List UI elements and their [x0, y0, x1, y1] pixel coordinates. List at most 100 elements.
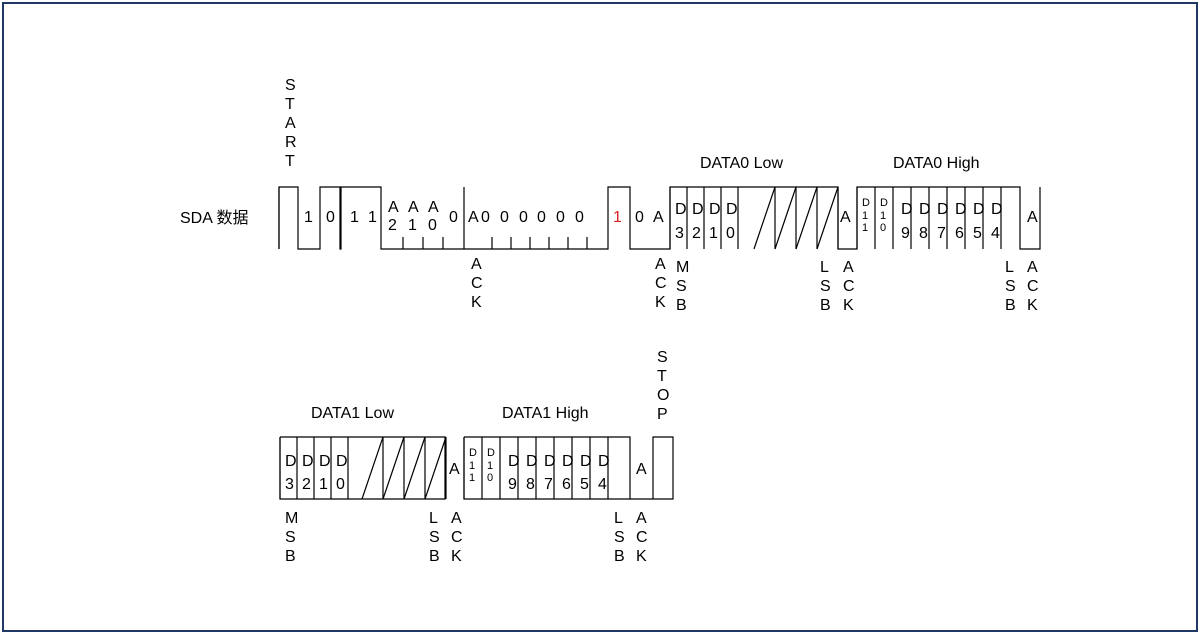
msb2-char: M: [285, 510, 298, 527]
ack-a: A: [468, 209, 479, 226]
ack4-char: C: [1027, 278, 1039, 295]
ack6-char: C: [636, 529, 648, 546]
data1-high-s2: 0: [487, 472, 493, 484]
data1-low-n: 3: [285, 476, 294, 493]
data0-low-d: D: [709, 201, 721, 218]
lsb1-char: B: [820, 297, 831, 314]
data0-high-d: D: [937, 201, 949, 218]
stop-label-char: O: [657, 387, 669, 404]
stop-pulse: [630, 436, 674, 500]
data0-low-n: 3: [675, 225, 684, 242]
data0-high-s2: 0: [880, 222, 886, 234]
msb2-char: B: [285, 548, 296, 565]
ack2-char: K: [655, 294, 666, 311]
data0-low-d: D: [675, 201, 687, 218]
data0-high-n: 5: [973, 225, 982, 242]
data1-high-sd: D: [487, 447, 495, 459]
data1-low-hatch: [403, 436, 426, 500]
waveform-lines: [278, 186, 1041, 500]
data1-low-hatch: [424, 436, 447, 500]
data0-low-hatch: [753, 186, 776, 250]
ack-a: A: [449, 461, 460, 478]
reg-bit: 0: [537, 209, 546, 226]
msb1-char: M: [676, 259, 689, 276]
reg-bit: 0: [500, 209, 509, 226]
ack6-char: A: [636, 510, 647, 527]
data1-low-d: D: [336, 453, 348, 470]
ack6-char: K: [636, 548, 647, 565]
data1-high-d: D: [580, 453, 592, 470]
data1-low-n: 1: [319, 476, 328, 493]
data0-high-d: D: [973, 201, 985, 218]
data1-high-s1: 1: [487, 460, 493, 472]
data0-low-n: 0: [726, 225, 735, 242]
data1-high-n: 6: [562, 476, 571, 493]
data1-low-n: 2: [302, 476, 311, 493]
msb2-char: S: [285, 529, 296, 546]
reg-bit: 0: [575, 209, 584, 226]
data0-high-d: D: [919, 201, 931, 218]
stop-label-char: P: [657, 406, 668, 423]
data0-low-d: D: [726, 201, 738, 218]
data1-low-d: D: [285, 453, 297, 470]
addr-bit: 1: [350, 209, 359, 226]
lsb4-char: L: [614, 510, 623, 527]
reg-bit: 0: [519, 209, 528, 226]
rw-bit: 0: [449, 209, 458, 226]
sda-label: SDA 数据: [180, 209, 248, 227]
addr-bit: 1: [368, 209, 377, 226]
lsb3-char: L: [429, 510, 438, 527]
start-label-char: T: [285, 96, 295, 113]
ack3-char: A: [843, 259, 854, 276]
data1-high-n: 8: [526, 476, 535, 493]
data1-low-hatch: [382, 436, 405, 500]
addr-sel-n: 2: [388, 217, 397, 234]
reg-bit: 0: [635, 209, 644, 226]
ack4-char: K: [1027, 297, 1038, 314]
data1-high-d: D: [562, 453, 574, 470]
ack1-char: C: [471, 275, 483, 292]
start-label-char: A: [285, 115, 296, 132]
start-label-char: R: [285, 134, 297, 151]
data0-high-n: 8: [919, 225, 928, 242]
ack5-char: C: [451, 529, 463, 546]
data1-high-d: D: [544, 453, 556, 470]
ack4-char: A: [1027, 259, 1038, 276]
data1-high-sd: D: [469, 447, 477, 459]
data1-high-d: D: [508, 453, 520, 470]
addr-sel-n: 0: [428, 217, 437, 234]
ack2-char: C: [655, 275, 667, 292]
start-label-char: T: [285, 153, 295, 170]
lsb2-char: S: [1005, 278, 1016, 295]
data1-high-n: 4: [598, 476, 607, 493]
data1-low-n: 0: [336, 476, 345, 493]
ack1-char: A: [471, 256, 482, 273]
data0-low-d: D: [692, 201, 704, 218]
addr-bit: 1: [304, 209, 313, 226]
data0-high-s2: 1: [862, 222, 868, 234]
lsb3-char: B: [429, 548, 440, 565]
addr-bit: 0: [326, 209, 335, 226]
lsb2-char: B: [1005, 297, 1016, 314]
lsb4-char: B: [614, 548, 625, 565]
addr-sel-a: A: [428, 199, 439, 216]
lsb1-char: L: [820, 259, 829, 276]
addr-sel-a: A: [388, 199, 399, 216]
ack-a: A: [840, 209, 851, 226]
data0-high-n: 4: [991, 225, 1000, 242]
data1-high-n: 5: [580, 476, 589, 493]
msb1-char: S: [676, 278, 687, 295]
ack-a: A: [636, 461, 647, 478]
data0-high-n: 9: [901, 225, 910, 242]
data1-low-d: D: [319, 453, 331, 470]
data0-high-s1: 1: [880, 210, 886, 222]
data0-low-n: 2: [692, 225, 701, 242]
data0-high-sd: D: [880, 197, 888, 209]
lsb1-char: S: [820, 278, 831, 295]
ack2-char: A: [655, 256, 666, 273]
lsb2-char: L: [1005, 259, 1014, 276]
